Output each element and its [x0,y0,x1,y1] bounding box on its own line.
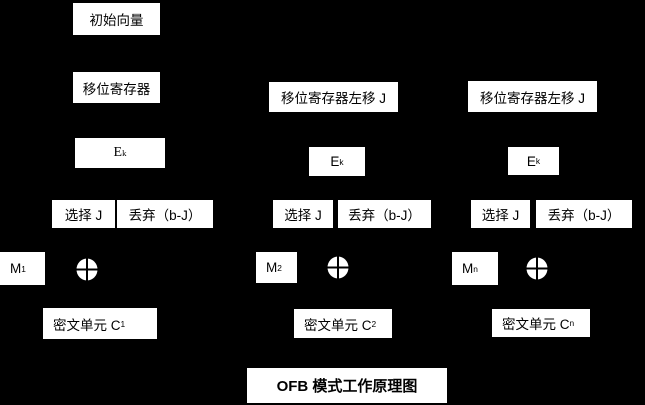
xor-icon [327,256,349,279]
encrypt-label: E [330,154,340,169]
xor-icon [76,258,98,281]
initial-vector-box: 初始向量 [73,3,160,35]
diagram-title: OFB 模式工作原理图 [247,368,447,403]
select-j-box-n: 选择 J [471,200,530,228]
shift-register-left-box-n: 移位寄存器左移 J [468,81,597,112]
message-label: M [266,260,278,275]
message-label: M [462,261,474,276]
select-j-box-2: 选择 J [273,200,333,228]
select-j-box-1: 选择 J [52,200,115,228]
xor-icon [526,257,548,280]
message-label: M [10,261,22,276]
ciphertext-label: 密文单元 C [53,317,121,333]
discard-box-n: 丢弃（b-J） [536,200,632,228]
shift-register-left-box-2: 移位寄存器左移 J [269,82,398,112]
discard-box-1: 丢弃（b-J） [117,200,213,228]
discard-box-2: 丢弃（b-J） [338,200,431,228]
ciphertext-label: 密文单元 C [502,317,570,332]
encrypt-label: E [526,153,536,169]
encrypt-label: E [113,145,123,160]
ciphertext-label: 密文单元 C [304,317,372,333]
shift-register-box-1: 移位寄存器 [73,72,160,103]
